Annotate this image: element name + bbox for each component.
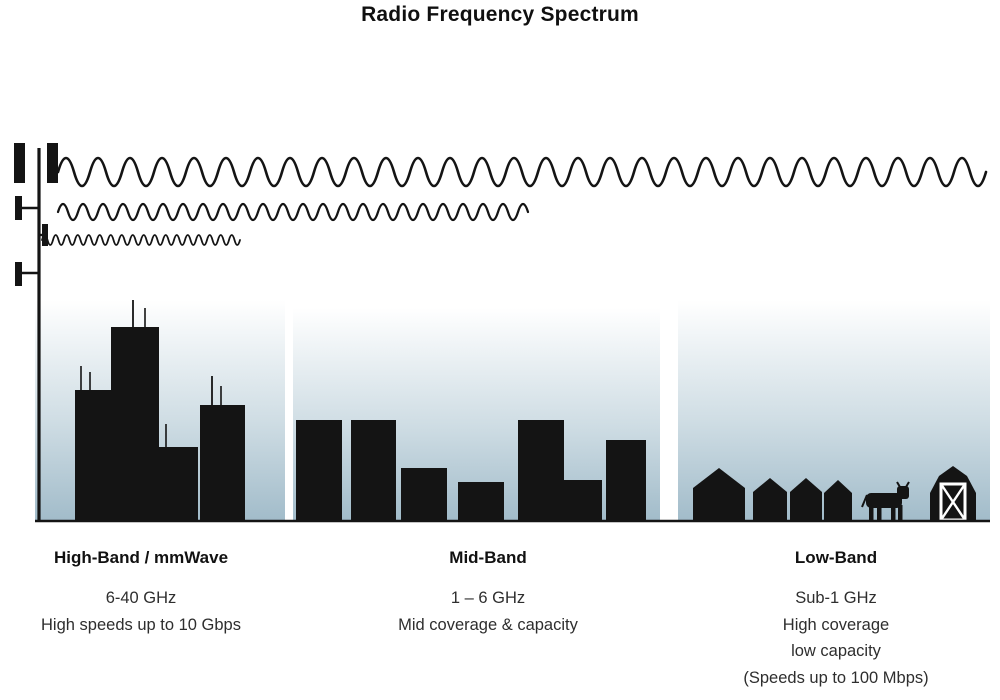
high-band-description: 6-40 GHz High speeds up to 10 Gbps	[0, 585, 282, 638]
high-band-title: High-Band / mmWave	[53, 548, 229, 567]
cow-icon	[861, 481, 910, 520]
rural-houses	[693, 468, 852, 520]
low-band-label-block: Low-Band Sub-1 GHz High coverage low cap…	[690, 548, 982, 691]
low-band-coverage: High coverage	[782, 615, 890, 634]
mid-band-label-block: Mid-Band 1 – 6 GHz Mid coverage & capaci…	[345, 548, 631, 638]
band-labels: High-Band / mmWave 6-40 GHz High speeds …	[0, 548, 1000, 698]
low-band-frequency: Sub-1 GHz	[795, 589, 877, 607]
barn-icon	[930, 466, 976, 522]
low-band-capacity: low capacity	[791, 642, 881, 660]
mid-frequency-wave	[56, 202, 530, 222]
high-band-label-block: High-Band / mmWave 6-40 GHz High speeds …	[0, 548, 282, 638]
high-band-frequency: 6-40 GHz	[105, 589, 177, 607]
mid-band-coverage: Mid coverage & capacity	[398, 615, 578, 634]
mid-band-frequency: 1 – 6 GHz	[450, 589, 526, 607]
high-band-speed: High speeds up to 10 Gbps	[41, 615, 241, 634]
high-frequency-short-wave	[41, 234, 241, 246]
city-skyline	[75, 300, 245, 520]
low-band-title: Low-Band	[794, 548, 878, 567]
spectrum-illustration	[14, 143, 990, 523]
low-frequency-long-wave	[56, 156, 988, 188]
mid-band-description: 1 – 6 GHz Mid coverage & capacity	[345, 585, 631, 638]
mid-band-title: Mid-Band	[449, 548, 527, 567]
page-title: Radio Frequency Spectrum	[361, 3, 639, 26]
cell-tower-icon	[14, 143, 58, 520]
low-band-description: Sub-1 GHz High coverage low capacity (Sp…	[690, 585, 982, 691]
suburban-buildings	[296, 420, 646, 520]
low-band-speed: (Speeds up to 100 Mbps)	[743, 668, 929, 687]
